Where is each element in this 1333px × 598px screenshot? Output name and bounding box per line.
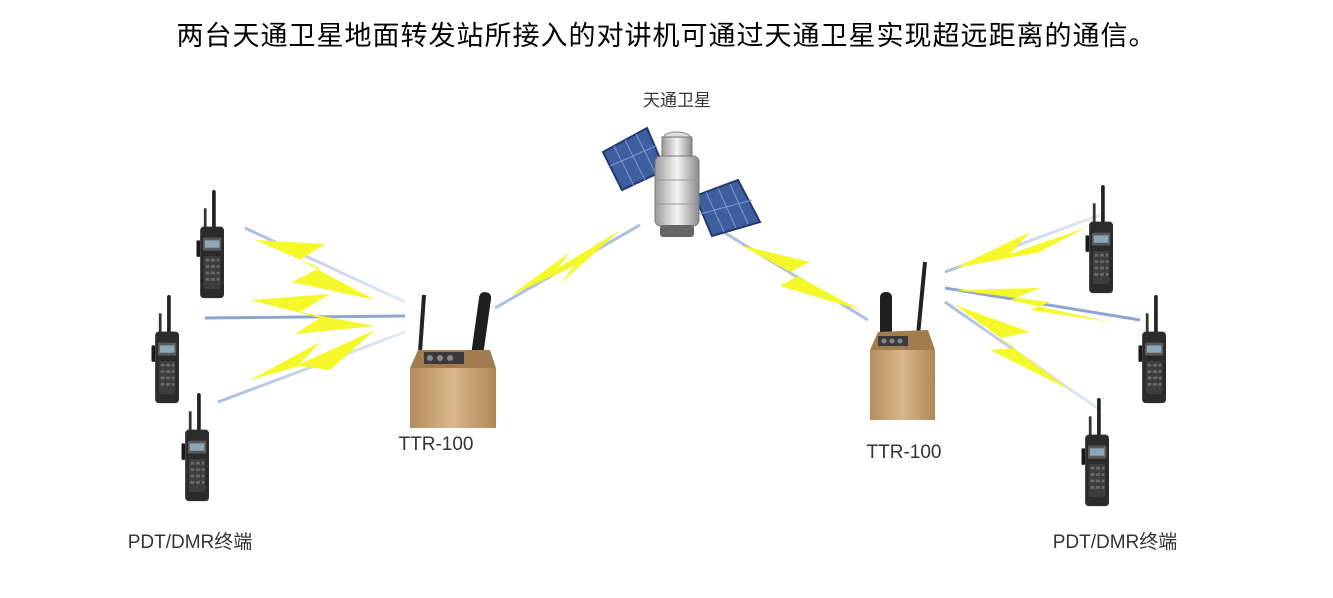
diagram-caption: 两台天通卫星地面转发站所接入的对讲机可通过天通卫星实现超远距离的通信。 [176,21,1157,52]
link-right-terminals [944,213,1141,412]
walkie-talkie-icon [1081,398,1109,507]
terminals-right-label: PDT/DMR终端 [1053,531,1178,553]
lightning-icon [955,288,1110,322]
link-left-terminals [204,226,406,404]
lightning-icon [255,240,375,300]
walkie-talkie-icon [1085,185,1113,294]
walkie-talkie-icon [196,190,224,299]
lightning-icon [740,245,860,310]
relay-station-left-label: TTR-100 [399,434,474,455]
walkie-talkie-icon [1138,295,1166,404]
satellite-icon [601,126,762,238]
terminals-left-label: PDT/DMR终端 [128,531,253,553]
lightning-icon [955,228,1085,268]
relay-station-right [870,261,935,420]
walkie-talkie-icon [151,295,179,404]
terminals-right [1081,185,1166,507]
lightning-icon [250,330,375,380]
relay-station-right-label: TTR-100 [867,442,942,463]
lightning-icon [510,230,620,296]
lightning-icon [955,305,1070,390]
link-left-satellite [494,223,641,310]
terminals-left [151,190,224,502]
walkie-talkie-icon [181,393,209,502]
link-right-satellite [719,228,869,322]
satellite-label: 天通卫星 [643,91,711,111]
relay-station-left [410,292,496,428]
lightning-icon [250,294,375,334]
